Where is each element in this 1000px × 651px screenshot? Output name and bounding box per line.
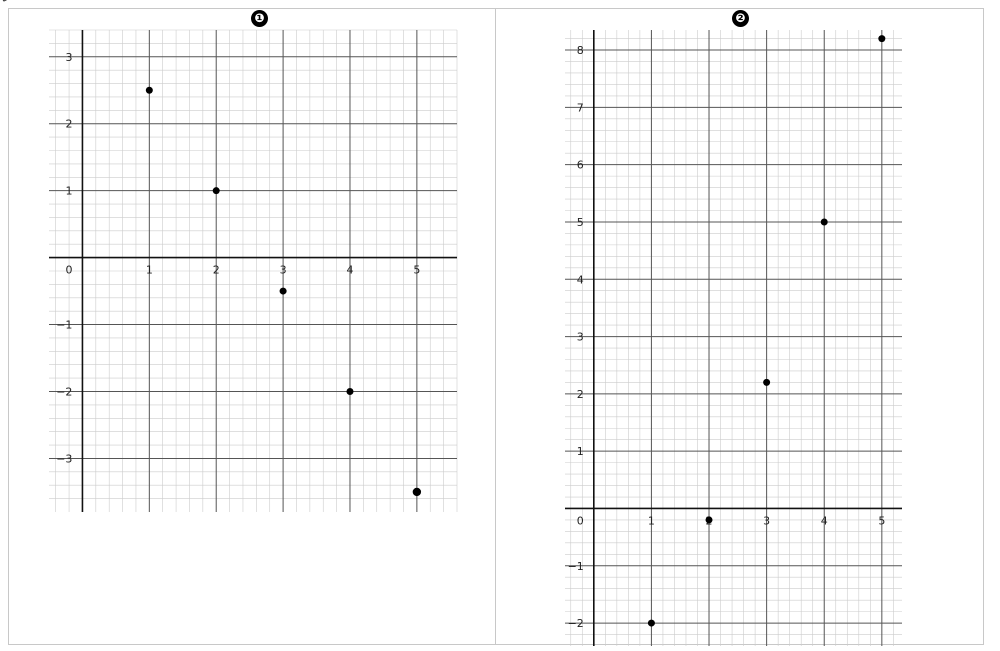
minor-grid: [49, 29, 458, 512]
scatter-chart-1: 1 2 3 4 5 −3 −2 −1 0 1 2 3: [49, 29, 458, 512]
y-tick-label: −1: [568, 560, 584, 573]
data-point: [878, 35, 886, 43]
data-points: [145, 86, 422, 497]
figure-frame: [8, 8, 984, 645]
x-tick-label: 3: [280, 264, 287, 277]
data-points: [647, 35, 886, 627]
data-point: [705, 516, 713, 524]
y-tick-label: 1: [577, 445, 584, 458]
y-tick-label: 0: [65, 264, 72, 277]
y-tick-label: 8: [577, 44, 584, 57]
data-point: [412, 487, 422, 497]
x-tick-label: 1: [146, 264, 153, 277]
y-tick-label: 2: [65, 118, 72, 131]
minor-grid: [565, 30, 902, 646]
x-tick-label: 4: [821, 514, 828, 527]
y-tick-label: −2: [568, 617, 584, 630]
x-tick-label: 5: [413, 264, 420, 277]
x-tick-label: 1: [648, 514, 655, 527]
y-tick-label: 1: [65, 185, 72, 198]
y-tick-label: 5: [577, 216, 584, 229]
y-tick-label: −3: [56, 452, 72, 465]
x-tick-label: 3: [763, 514, 770, 527]
panel-number-1: ❶: [251, 10, 268, 27]
major-grid: [49, 30, 457, 512]
data-point: [279, 287, 287, 295]
data-point: [647, 619, 655, 627]
corner-mark: [2, 0, 8, 2]
y-tick-label: −1: [56, 319, 72, 332]
y-tick-label: −2: [56, 386, 72, 399]
y-tick-label: 0: [577, 514, 584, 527]
x-tick-label: 5: [878, 514, 885, 527]
y-tick-label: 2: [577, 388, 584, 401]
y-tick-label: 3: [577, 331, 584, 344]
y-tick-label: 3: [65, 51, 72, 64]
data-point: [763, 378, 771, 386]
x-tick-label: 2: [213, 264, 220, 277]
major-grid: [565, 30, 902, 646]
data-point: [145, 86, 153, 94]
panel-number-2: ❷: [732, 10, 749, 27]
panel-divider: [495, 8, 496, 645]
tick-labels: 1 2 3 4 5 −3 −2 −1 0 1 2 3: [56, 51, 420, 466]
x-tick-label: 4: [346, 264, 353, 277]
data-point: [820, 218, 828, 226]
data-point: [346, 388, 354, 395]
y-tick-label: 6: [577, 159, 584, 172]
y-tick-label: 4: [577, 273, 584, 286]
data-point: [212, 187, 220, 195]
y-tick-label: 7: [577, 101, 584, 114]
